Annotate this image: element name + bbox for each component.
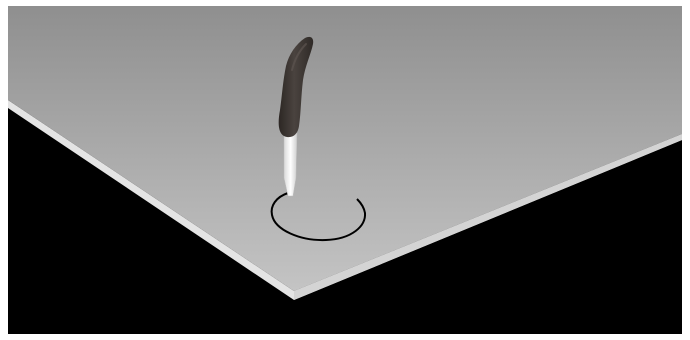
knife-cutting-illustration xyxy=(0,0,690,340)
illustration-frame xyxy=(0,0,690,340)
